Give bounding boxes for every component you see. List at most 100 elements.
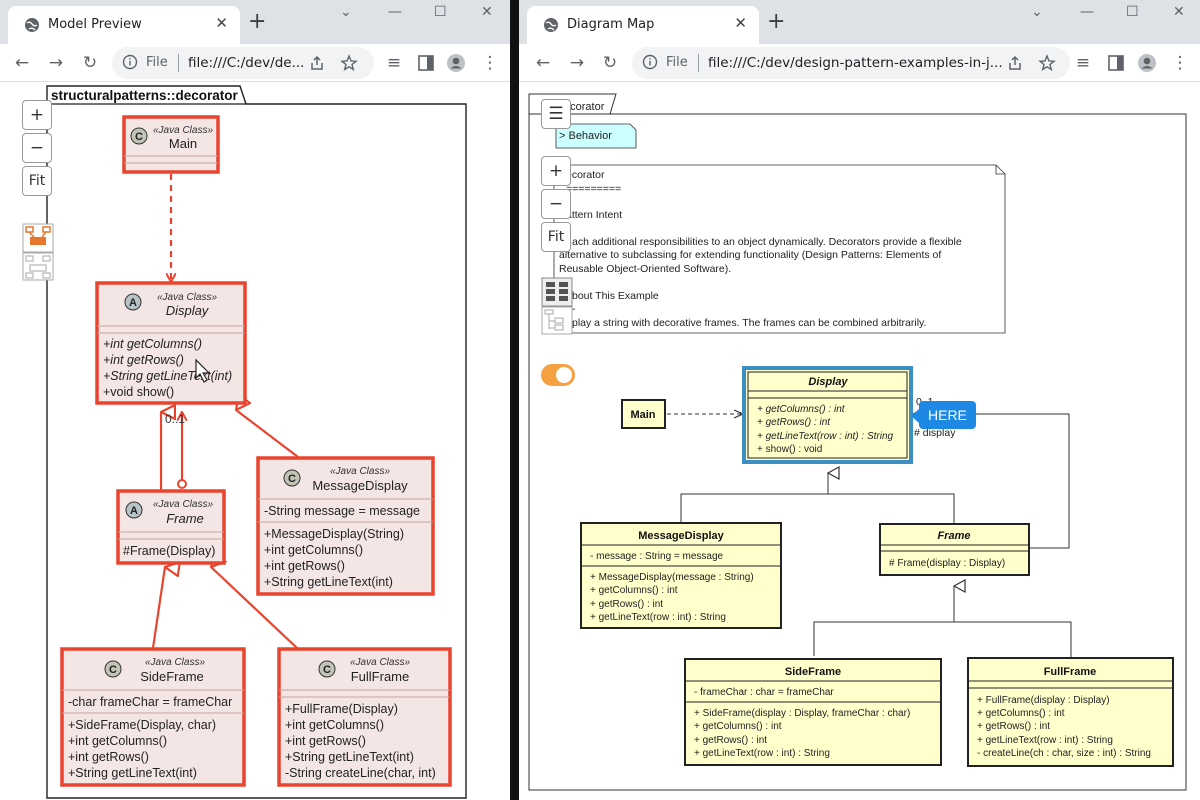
- close-window-button[interactable]: ✕: [1173, 4, 1185, 20]
- class-name: Frame: [166, 511, 204, 526]
- class-sideframe[interactable]: C «Java Class» SideFrame -char frameChar…: [60, 647, 246, 787]
- close-window-button[interactable]: ✕: [481, 4, 493, 20]
- class-messagedisplay[interactable]: C «Java Class» MessageDisplay -String me…: [256, 456, 435, 596]
- maximize-button[interactable]: ☐: [434, 4, 447, 20]
- side-panel-icon[interactable]: [416, 53, 436, 73]
- method: + getLineText(row : int) : String: [590, 612, 726, 623]
- profile-avatar-icon[interactable]: [1137, 53, 1157, 73]
- behavior-note[interactable]: > Behavior: [555, 123, 637, 149]
- minimize-button[interactable]: —: [1080, 4, 1094, 20]
- tab-search-icon[interactable]: ⌄: [1031, 4, 1043, 20]
- reload-icon[interactable]: ↻: [602, 53, 618, 73]
- svg-text:C: C: [135, 131, 143, 143]
- generalization-fullframe-frame[interactable]: [211, 567, 298, 649]
- new-tab-button[interactable]: +: [248, 9, 267, 34]
- tab-strip: Model Preview ✕ + ⌄ — ☐ ✕: [0, 0, 510, 44]
- fit-button[interactable]: Fit: [541, 222, 571, 252]
- pattern-description-note[interactable]: ecorator ========= attern Intent - ach a…: [553, 164, 1006, 334]
- info-icon[interactable]: [642, 54, 658, 70]
- note-line: ach additional responsibilities to an ob…: [572, 236, 962, 248]
- tab-search-icon[interactable]: ⌄: [340, 4, 352, 20]
- share-icon[interactable]: [1006, 54, 1024, 72]
- abstract-a-icon: [125, 501, 143, 519]
- method: +int getRows(): [103, 353, 184, 367]
- new-tab-button[interactable]: +: [767, 9, 786, 34]
- address-bar[interactable]: File file:///C:/dev/design-pattern-examp…: [632, 47, 1070, 79]
- generalization-frame-display[interactable]: [828, 493, 955, 523]
- zoom-in-button[interactable]: +: [22, 100, 52, 130]
- menu-kebab-icon[interactable]: ⋮: [1171, 53, 1189, 73]
- fit-button[interactable]: Fit: [22, 166, 52, 196]
- zoom-out-button[interactable]: −: [541, 189, 571, 219]
- class-frame[interactable]: A «Java Class» Frame #Frame(Display): [116, 489, 226, 565]
- maximize-button[interactable]: ☐: [1126, 4, 1139, 20]
- toggle-switch[interactable]: [541, 364, 575, 386]
- share-icon[interactable]: [308, 54, 326, 72]
- url-scheme-label: File: [146, 55, 168, 70]
- method: +int getRows(): [285, 734, 366, 748]
- generalization-sideframe-frame[interactable]: [813, 586, 954, 656]
- zoom-in-button[interactable]: +: [541, 156, 571, 186]
- globe-icon: [544, 18, 558, 32]
- address-bar[interactable]: File file:///C:/dev/de...: [112, 47, 374, 79]
- model-preview-window: Model Preview ✕ + ⌄ — ☐ ✕ ← → ↻ File fil…: [0, 0, 510, 800]
- side-panel-icon[interactable]: [1106, 53, 1126, 73]
- uml-diagram-left: structuralpatterns::decorator 0..1 C «Ja…: [46, 85, 467, 799]
- layout-toggle-icon[interactable]: [541, 277, 573, 335]
- method: + getRows() : int: [977, 721, 1050, 732]
- method: +int getColumns(): [103, 337, 202, 351]
- class-main[interactable]: Main: [621, 399, 666, 429]
- profile-avatar-icon[interactable]: [446, 53, 466, 73]
- class-display[interactable]: Display + getColumns() : int + getRows()…: [742, 366, 913, 464]
- reload-icon[interactable]: ↻: [82, 53, 98, 73]
- method: + MessageDisplay(message : String): [590, 572, 754, 583]
- browser-toolbar: ← → ↻ File file:///C:/dev/de... ≡ ⋮: [0, 44, 510, 82]
- minimize-button[interactable]: —: [388, 4, 402, 20]
- field: - message : String = message: [590, 551, 724, 562]
- class-sideframe[interactable]: SideFrame - frameChar : char = frameChar…: [684, 658, 942, 766]
- browser-toolbar: ← → ↻ File file:///C:/dev/design-pattern…: [519, 44, 1200, 82]
- close-tab-icon[interactable]: ✕: [734, 14, 747, 32]
- forward-arrow-icon[interactable]: →: [48, 53, 64, 73]
- method: + getLineText(row : int) : String: [757, 431, 894, 442]
- layout-toggle-icon[interactable]: [22, 223, 54, 281]
- stereotype-label: «Java Class»: [153, 499, 213, 510]
- generalization-sideframe-frame[interactable]: [151, 567, 165, 649]
- window-divider: [510, 0, 519, 800]
- bookmark-star-icon[interactable]: [1038, 54, 1056, 72]
- generalization-messagedisplay-display[interactable]: [680, 473, 828, 522]
- class-display[interactable]: A «Java Class» Display +int getColumns()…: [95, 281, 247, 405]
- class-messagedisplay[interactable]: MessageDisplay - message : String = mess…: [580, 522, 782, 629]
- method: + SideFrame(display : Display, frameChar…: [694, 708, 910, 719]
- reading-list-icon[interactable]: ≡: [386, 53, 402, 73]
- generalization-messagedisplay-display[interactable]: [236, 410, 299, 458]
- url-text[interactable]: file:///C:/dev/de...: [188, 55, 305, 71]
- menu-kebab-icon[interactable]: ⋮: [481, 53, 499, 73]
- class-fullframe[interactable]: C «Java Class» FullFrame +FullFrame(Disp…: [277, 647, 452, 787]
- diagram-map-canvas[interactable]: ecorator > Behavior ecorator ========= a…: [519, 83, 1200, 800]
- back-arrow-icon[interactable]: ←: [14, 53, 30, 73]
- stereotype-label: «Java Class»: [153, 125, 213, 136]
- model-preview-canvas[interactable]: structuralpatterns::decorator 0..1 C «Ja…: [0, 83, 510, 800]
- zoom-out-button[interactable]: −: [22, 133, 52, 163]
- forward-arrow-icon[interactable]: →: [569, 53, 585, 73]
- close-tab-icon[interactable]: ✕: [215, 14, 228, 32]
- class-fullframe[interactable]: FullFrame + FullFrame(display : Display)…: [967, 657, 1174, 767]
- bookmark-star-icon[interactable]: [340, 54, 358, 72]
- class-frame[interactable]: Frame # Frame(display : Display): [879, 523, 1030, 576]
- method: + getColumns() : int: [757, 404, 846, 415]
- info-icon[interactable]: [122, 54, 138, 70]
- menu-button[interactable]: ☰: [541, 99, 571, 129]
- association-frame-display[interactable]: [913, 414, 1070, 549]
- reading-list-icon[interactable]: ≡: [1075, 53, 1091, 73]
- uml-diagram-right: ecorator > Behavior ecorator ========= a…: [528, 93, 1187, 791]
- method: +int getRows(): [68, 750, 149, 764]
- method: +FullFrame(Display): [285, 702, 398, 716]
- tab-model-preview[interactable]: Model Preview ✕: [8, 6, 240, 44]
- url-separator: [698, 54, 699, 72]
- tab-diagram-map[interactable]: Diagram Map ✕: [527, 6, 759, 44]
- url-text[interactable]: file:///C:/dev/design-pattern-examples-i…: [708, 55, 1003, 71]
- generalization-fullframe-frame[interactable]: [954, 621, 1072, 657]
- class-main[interactable]: C «Java Class» Main: [122, 115, 220, 174]
- back-arrow-icon[interactable]: ←: [535, 53, 551, 73]
